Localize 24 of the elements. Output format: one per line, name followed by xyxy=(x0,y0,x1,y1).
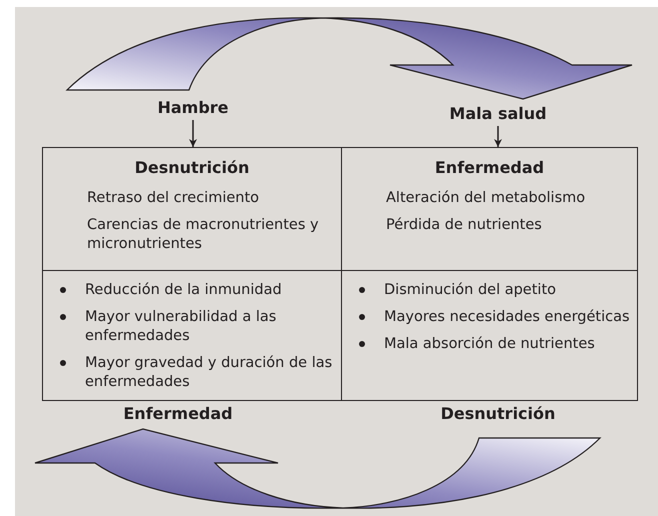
list-item: Mayores necesidades energéticas xyxy=(384,309,630,325)
cell-text: Pérdida de nutrientes xyxy=(386,216,543,235)
table-cell xyxy=(42,270,342,401)
cell-text: Carencias de macronutrientes y micronutrientes xyxy=(87,216,320,254)
list-item: Disminución del apetito xyxy=(384,282,556,298)
arrow xyxy=(494,126,502,147)
list-item: Mala absorción de nutrientes xyxy=(384,336,595,352)
list-item: Mayor gravedad y duración de las enfermedades xyxy=(85,355,332,390)
cell-heading: Enfermedad xyxy=(434,158,546,177)
cycle-label: Enfermedad xyxy=(118,404,238,424)
cycle-label: Hambre xyxy=(143,98,243,118)
table-cell xyxy=(42,147,342,271)
cycle-label: Desnutrición xyxy=(438,404,558,424)
curved-arrow xyxy=(66,17,633,100)
curved-arrow xyxy=(34,428,601,509)
table-cell xyxy=(341,270,638,401)
arrow xyxy=(189,120,197,147)
cycle-label: Mala salud xyxy=(438,104,558,124)
cell-heading: Desnutrición xyxy=(134,158,250,177)
list-item: Reducción de la inmunidad xyxy=(85,282,282,298)
table-cell xyxy=(341,147,638,271)
cell-text: Retraso del crecimiento xyxy=(87,189,260,208)
list-item: Mayor vulnerabilidad a las enfermedades xyxy=(85,309,276,344)
cell-text: Alteración del metabolismo xyxy=(386,189,586,208)
